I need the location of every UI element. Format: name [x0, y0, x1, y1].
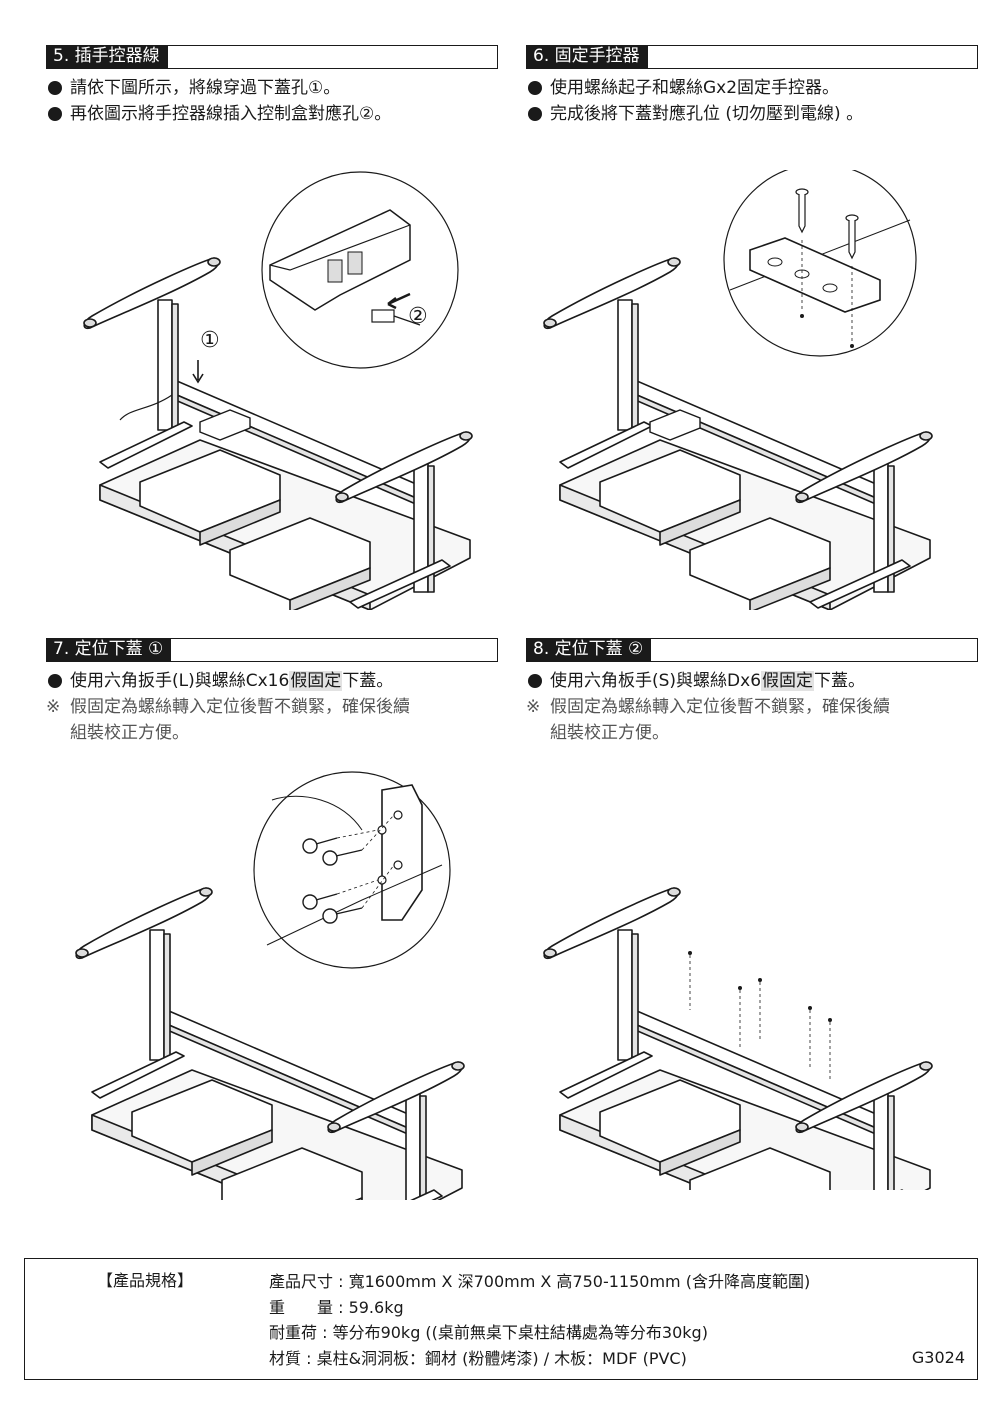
spec-list: 產品尺寸 : 寬1600mm X 深700mm X 高750-1150mm (含…: [269, 1269, 810, 1371]
screw-icon: [795, 188, 809, 234]
bullet-dot-icon: [48, 107, 62, 121]
note: ※ 假固定為螺絲轉入定位後暫不鎖緊，確保後續組裝校正方便。: [526, 697, 890, 743]
bullet-dot-icon: [48, 674, 62, 688]
section-title: 5. 插手控器線: [47, 46, 168, 68]
bullet-list: 使用六角板手(S)與螺絲Dx6假固定下蓋。 ※ 假固定為螺絲轉入定位後暫不鎖緊，…: [526, 668, 978, 746]
arrow-icon: [387, 292, 411, 310]
bullet-dot-icon: [528, 81, 542, 95]
model-code: G3024: [911, 1348, 965, 1367]
spec-box: 【產品規格】 產品尺寸 : 寬1600mm X 深700mm X 高750-11…: [24, 1258, 978, 1380]
bullet-list: 請依下圖所示，將線穿過下蓋孔①。 再依圖示將手控器線插入控制盒對應孔②。: [46, 75, 498, 127]
screw-icon: [845, 214, 859, 260]
callout-one: ①: [200, 328, 220, 353]
list-item: 再依圖示將手控器線插入控制盒對應孔②。: [46, 101, 498, 127]
spec-line: 產品尺寸 : 寬1600mm X 深700mm X 高750-1150mm (含…: [269, 1272, 811, 1291]
list-item: 請依下圖所示，將線穿過下蓋孔①。: [46, 75, 498, 101]
arrow-down-icon: [192, 360, 204, 384]
section-header: 8. 定位下蓋 ②: [526, 638, 978, 662]
list-item: 完成後將下蓋對應孔位 (切勿壓到電線) 。: [526, 101, 978, 127]
figure-step-7: [62, 770, 482, 1200]
section-7: 7. 定位下蓋 ① 使用六角扳手(L)與螺絲Cx16假固定下蓋。 ※ 假固定為螺…: [46, 638, 498, 746]
section-header: 6. 固定手控器: [526, 45, 978, 69]
bolt-icon: [302, 837, 363, 924]
section-6: 6. 固定手控器 使用螺絲起子和螺絲Gx2固定手控器。 完成後將下蓋對應孔位 (…: [526, 45, 978, 127]
section-8: 8. 定位下蓋 ② 使用六角板手(S)與螺絲Dx6假固定下蓋。 ※ 假固定為螺絲…: [526, 638, 978, 746]
section-title: 6. 固定手控器: [527, 46, 648, 68]
note: ※ 假固定為螺絲轉入定位後暫不鎖緊，確保後續組裝校正方便。: [46, 697, 410, 743]
section-title: 8. 定位下蓋 ②: [527, 639, 652, 661]
bullet-list: 使用六角扳手(L)與螺絲Cx16假固定下蓋。 ※ 假固定為螺絲轉入定位後暫不鎖緊…: [46, 668, 498, 746]
section-5: 5. 插手控器線 請依下圖所示，將線穿過下蓋孔①。 再依圖示將手控器線插入控制盒…: [46, 45, 498, 127]
spec-line: 重 量 : 59.6kg: [269, 1297, 404, 1317]
spec-line: 材質 : 桌柱&洞洞板：鋼材 (粉體烤漆) / 木板：MDF (PVC): [269, 1348, 687, 1368]
bullet-list: 使用螺絲起子和螺絲Gx2固定手控器。 完成後將下蓋對應孔位 (切勿壓到電線) 。: [526, 75, 978, 127]
spec-line: 耐重荷 : 等分布90kg ((桌前無桌下桌柱結構處為等分布30kg): [269, 1323, 708, 1342]
highlight-text: 假固定: [761, 671, 815, 691]
list-item: 使用六角扳手(L)與螺絲Cx16假固定下蓋。: [46, 668, 498, 694]
callout-two: ②: [408, 304, 428, 329]
bullet-dot-icon: [528, 674, 542, 688]
section-header: 5. 插手控器線: [46, 45, 498, 69]
bullet-dot-icon: [528, 107, 542, 121]
spec-label: 【產品規格】: [97, 1271, 194, 1290]
highlight-text: 假固定: [289, 671, 343, 691]
section-title: 7. 定位下蓋 ①: [47, 639, 172, 661]
list-item: 使用六角板手(S)與螺絲Dx6假固定下蓋。: [526, 668, 978, 694]
figure-step-5: ① ②: [80, 170, 480, 610]
figure-step-6: [540, 170, 940, 610]
screw-icon: [689, 955, 831, 1080]
list-item: 使用螺絲起子和螺絲Gx2固定手控器。: [526, 75, 978, 101]
bullet-dot-icon: [48, 81, 62, 95]
section-header: 7. 定位下蓋 ①: [46, 638, 498, 662]
figure-step-8: [540, 810, 940, 1190]
